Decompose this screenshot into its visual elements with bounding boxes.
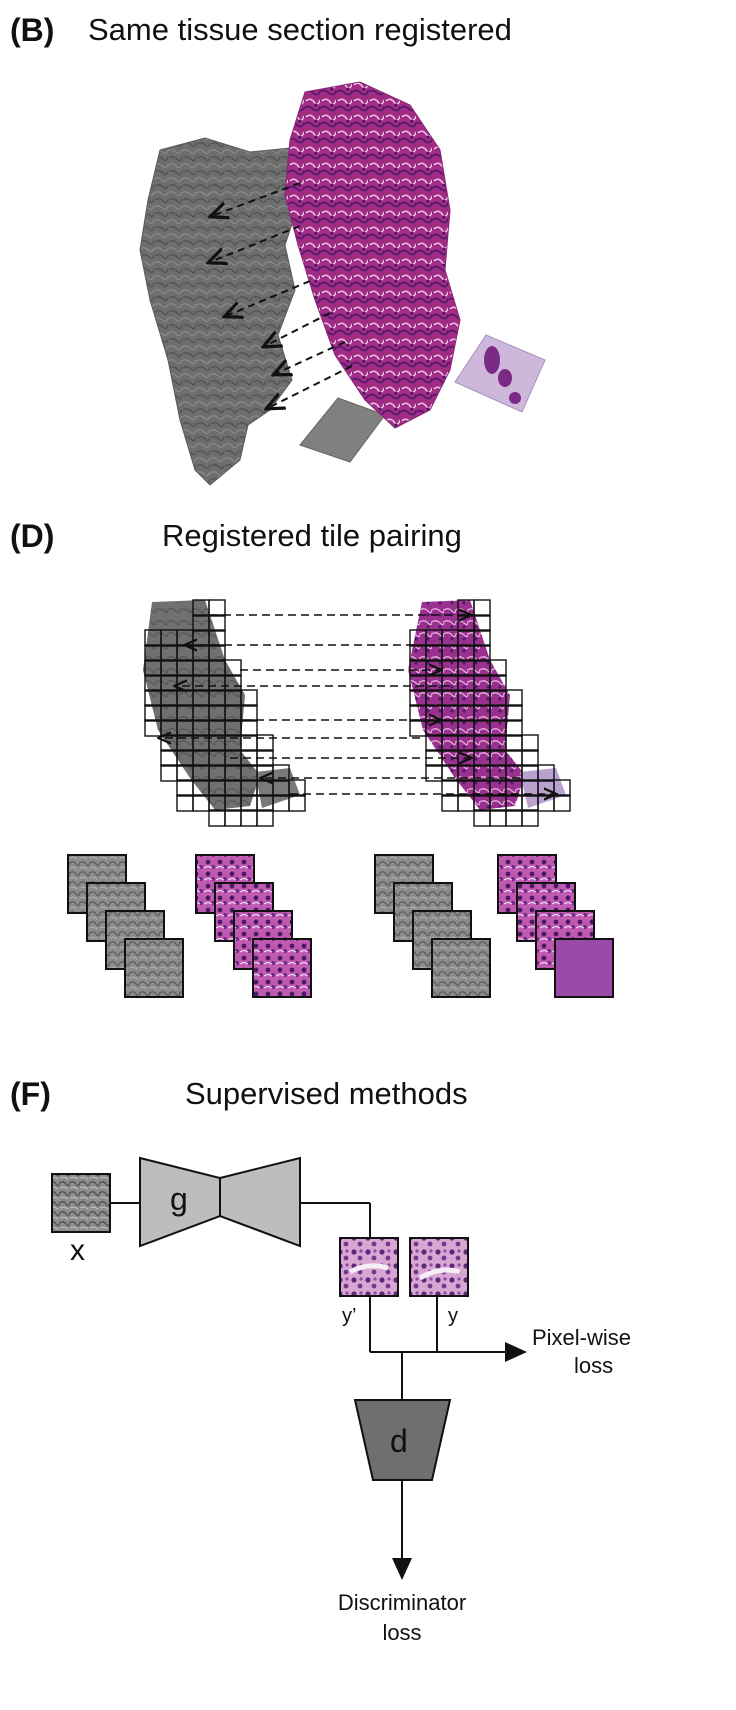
grid-tile xyxy=(240,689,258,707)
he-tile-stack-1 xyxy=(195,854,312,998)
grid-tile xyxy=(537,764,555,782)
grid-tile xyxy=(473,809,491,827)
discriminator-label: d xyxy=(390,1423,408,1459)
grid-tile xyxy=(441,794,459,812)
registration-illustration xyxy=(139,81,546,486)
grey-tile-stack-2 xyxy=(374,854,491,998)
target-label: y xyxy=(448,1305,458,1327)
grey-tile-grid xyxy=(144,599,306,827)
grid-tile xyxy=(505,734,523,752)
he-tissue-section xyxy=(284,81,461,429)
grid-tile xyxy=(505,689,523,707)
grid-tile xyxy=(489,809,507,827)
grid-tile xyxy=(521,749,539,767)
input-label: x xyxy=(70,1234,85,1267)
panel-b-letter: (B) xyxy=(10,12,55,48)
panel-f: (F) Supervised methods x g xyxy=(0,1010,736,1710)
grid-tile xyxy=(256,734,274,752)
grid-tile xyxy=(240,809,258,827)
grid-tile xyxy=(208,809,226,827)
registration-arrows xyxy=(210,182,353,408)
discriminator-loss-label-2: loss xyxy=(382,1620,421,1645)
grey-fragment-tiled xyxy=(255,768,300,808)
stack-tile xyxy=(554,938,614,998)
discriminator xyxy=(353,1399,452,1481)
grey-tissue-fragment xyxy=(299,397,386,463)
grid-tile xyxy=(176,794,194,812)
grid-tile xyxy=(505,809,523,827)
grid-tile xyxy=(224,809,242,827)
panel-b-title: Same tissue section registered xyxy=(88,12,512,47)
panel-f-title: Supervised methods xyxy=(185,1076,468,1111)
discriminator-loss-label-1: Discriminator xyxy=(338,1590,466,1615)
grid-tile xyxy=(521,809,539,827)
target-tile xyxy=(409,1237,469,1297)
grid-tile xyxy=(176,779,194,797)
he-fragment-tiled xyxy=(520,768,566,808)
stack-tile xyxy=(431,938,491,998)
grid-tile xyxy=(553,794,571,812)
generator-decoder xyxy=(219,1156,301,1248)
grid-tile xyxy=(521,734,539,752)
panel-d-letter: (D) xyxy=(10,518,55,554)
grey-tissue-section xyxy=(139,137,301,486)
supervised-method-diagram: x g y’ y Pixel-wise loss d Discriminator… xyxy=(51,1156,631,1645)
grid-tile xyxy=(240,719,258,737)
tile-pairing-illustration xyxy=(67,599,614,998)
he-fragment-nuclei xyxy=(484,346,521,404)
generated-label: y’ xyxy=(342,1305,356,1327)
panel-f-letter: (F) xyxy=(10,1076,51,1112)
grid-tile xyxy=(473,614,491,632)
grid-tile xyxy=(505,704,523,722)
stack-tile xyxy=(252,938,312,998)
grid-tile xyxy=(489,659,507,677)
grid-tile xyxy=(505,719,523,737)
generator-label: g xyxy=(170,1181,188,1217)
grid-tile xyxy=(240,704,258,722)
stack-tile xyxy=(124,938,184,998)
pixel-loss-label-2: loss xyxy=(574,1353,613,1378)
grid-tile xyxy=(208,629,226,647)
grid-tile xyxy=(208,599,226,617)
tile-pairing-arrows xyxy=(160,615,555,794)
grid-tile xyxy=(224,659,242,677)
panel-d-title: Registered tile pairing xyxy=(162,518,462,553)
grey-tile-stack-1 xyxy=(67,854,184,998)
grid-tile xyxy=(473,599,491,617)
grid-tile xyxy=(489,674,507,692)
grid-tile xyxy=(473,644,491,662)
grid-tile xyxy=(288,794,306,812)
grid-tile xyxy=(288,779,306,797)
he-tile-stack-2 xyxy=(497,854,614,998)
grid-tile xyxy=(256,809,274,827)
grid-tile xyxy=(473,629,491,647)
panel-d: (D) Registered tile pairing xyxy=(0,510,736,1010)
grid-tile xyxy=(160,764,178,782)
pixel-loss-label-1: Pixel-wise xyxy=(532,1325,631,1350)
panel-b: (B) Same tissue section registered xyxy=(0,0,736,510)
input-tile xyxy=(51,1173,111,1233)
grid-tile xyxy=(224,674,242,692)
